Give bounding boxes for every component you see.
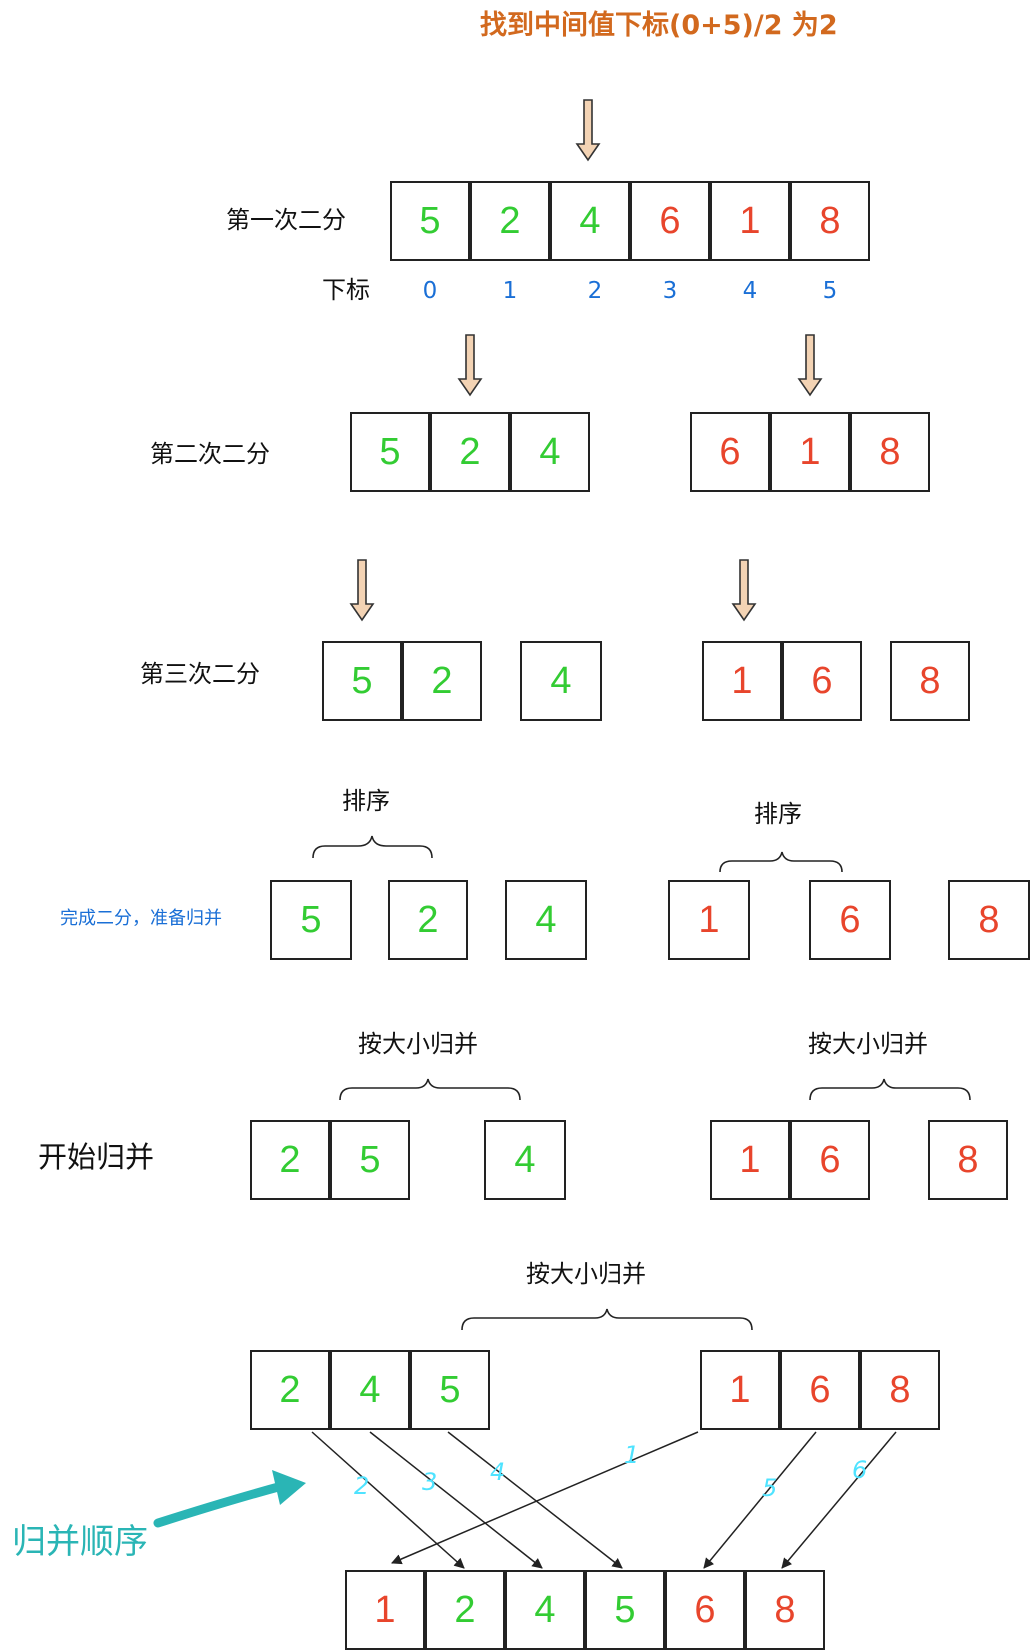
diagram-title: 找到中间值下标(0+5)/2 为2 bbox=[480, 10, 838, 41]
merge-line-2 bbox=[311, 1431, 465, 1569]
third-right-pair-cell-0: 1 bbox=[702, 641, 782, 721]
sort-brace-right bbox=[719, 851, 843, 873]
split-done-cell-0: 5 bbox=[270, 880, 352, 960]
midpoint-arrow-icon bbox=[731, 559, 757, 622]
merge-line-1 bbox=[391, 1431, 699, 1565]
result-cell-5: 8 bbox=[745, 1570, 825, 1650]
merge-brace-final bbox=[461, 1308, 753, 1331]
split-done-cell-5: 8 bbox=[948, 880, 1030, 960]
second-left-cell-2: 4 bbox=[510, 412, 590, 492]
second-left-cell-1: 2 bbox=[430, 412, 510, 492]
merge-brace-left bbox=[339, 1078, 521, 1101]
index-4: 4 bbox=[742, 278, 758, 304]
second-left-cell-0: 5 bbox=[350, 412, 430, 492]
index-5: 5 bbox=[822, 278, 838, 304]
merge1-right-pair-cell-1: 6 bbox=[790, 1120, 870, 1200]
merge-order-arrow-icon bbox=[153, 1481, 287, 1528]
split-done-cell-4: 6 bbox=[809, 880, 891, 960]
label-third-split: 第三次二分 bbox=[140, 660, 260, 688]
label-first-split: 第一次二分 bbox=[226, 206, 346, 234]
midpoint-arrow-icon bbox=[457, 334, 483, 397]
first-cell-5: 8 bbox=[790, 181, 870, 261]
split-done-cell-3: 1 bbox=[668, 880, 750, 960]
label-merge-left: 按大小归并 bbox=[358, 1030, 478, 1058]
merge-step-5: 5 bbox=[762, 1474, 777, 1502]
merge-line-4 bbox=[447, 1431, 623, 1569]
third-left-pair-cell-0: 5 bbox=[322, 641, 402, 721]
result-cell-2: 4 bbox=[505, 1570, 585, 1650]
merge1-right-single-cell: 8 bbox=[928, 1120, 1008, 1200]
first-cell-4: 1 bbox=[710, 181, 790, 261]
third-right-single-cell: 8 bbox=[890, 641, 970, 721]
midpoint-arrow-icon bbox=[349, 559, 375, 622]
merge2-right-cell-1: 6 bbox=[780, 1350, 860, 1430]
merge-order-arrowhead-icon bbox=[272, 1470, 306, 1505]
merge1-left-single-cell: 4 bbox=[484, 1120, 566, 1200]
index-3: 3 bbox=[662, 278, 678, 304]
merge-step-3: 3 bbox=[422, 1468, 437, 1496]
merge-brace-right bbox=[809, 1078, 971, 1101]
sort-brace-left bbox=[312, 835, 433, 859]
merge-step-4: 4 bbox=[490, 1458, 505, 1486]
merge-line-5 bbox=[703, 1431, 817, 1569]
merge2-left-cell-2: 5 bbox=[410, 1350, 490, 1430]
third-right-pair-cell-1: 6 bbox=[782, 641, 862, 721]
result-cell-3: 5 bbox=[585, 1570, 665, 1650]
merge-line-3 bbox=[369, 1431, 543, 1569]
merge2-left-cell-0: 2 bbox=[250, 1350, 330, 1430]
merge1-left-pair-cell-1: 5 bbox=[330, 1120, 410, 1200]
midpoint-arrow-icon bbox=[797, 334, 823, 397]
second-right-cell-0: 6 bbox=[690, 412, 770, 492]
first-cell-1: 2 bbox=[470, 181, 550, 261]
label-sort-left: 排序 bbox=[342, 787, 390, 815]
label-sort-right: 排序 bbox=[754, 800, 802, 828]
result-cell-1: 2 bbox=[425, 1570, 505, 1650]
label-index: 下标 bbox=[322, 276, 370, 304]
label-second-split: 第二次二分 bbox=[150, 440, 270, 468]
index-0: 0 bbox=[422, 278, 438, 304]
label-merge-order: 归并顺序 bbox=[12, 1522, 148, 1562]
split-done-cell-1: 2 bbox=[388, 880, 468, 960]
merge-line-6 bbox=[781, 1431, 897, 1569]
merge-step-1: 1 bbox=[624, 1441, 639, 1469]
second-right-cell-2: 8 bbox=[850, 412, 930, 492]
index-2: 2 bbox=[587, 278, 603, 304]
label-split-done: 完成二分，准备归并 bbox=[60, 908, 222, 929]
label-start-merge: 开始归并 bbox=[38, 1140, 155, 1174]
first-cell-0: 5 bbox=[390, 181, 470, 261]
first-cell-3: 6 bbox=[630, 181, 710, 261]
first-cell-2: 4 bbox=[550, 181, 630, 261]
third-left-single-cell: 4 bbox=[520, 641, 602, 721]
index-1: 1 bbox=[502, 278, 518, 304]
label-merge-right: 按大小归并 bbox=[808, 1030, 928, 1058]
merge2-right-cell-2: 8 bbox=[860, 1350, 940, 1430]
merge1-right-pair-cell-0: 1 bbox=[710, 1120, 790, 1200]
merge2-left-cell-1: 4 bbox=[330, 1350, 410, 1430]
merge-step-2: 2 bbox=[354, 1472, 369, 1500]
third-left-pair-cell-1: 2 bbox=[402, 641, 482, 721]
merge-step-6: 6 bbox=[852, 1456, 867, 1484]
label-merge-final: 按大小归并 bbox=[526, 1260, 646, 1288]
midpoint-arrow-icon bbox=[575, 99, 601, 162]
split-done-cell-2: 4 bbox=[505, 880, 587, 960]
result-cell-4: 6 bbox=[665, 1570, 745, 1650]
merge1-left-pair-cell-0: 2 bbox=[250, 1120, 330, 1200]
result-cell-0: 1 bbox=[345, 1570, 425, 1650]
second-right-cell-1: 1 bbox=[770, 412, 850, 492]
merge2-right-cell-0: 1 bbox=[700, 1350, 780, 1430]
